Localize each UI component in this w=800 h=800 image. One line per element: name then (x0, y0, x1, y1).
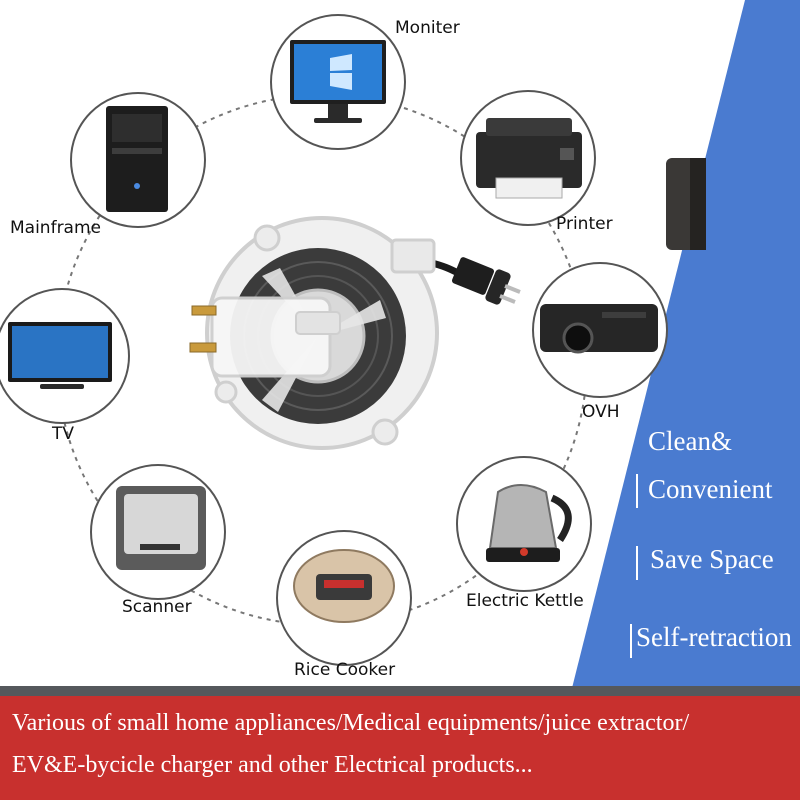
feature-self-retraction: Self-retraction (636, 622, 792, 652)
label-tv: TV (52, 424, 75, 444)
label-scanner: Scanner (122, 597, 192, 617)
feature-marker-save-space (636, 546, 638, 580)
tv-item (0, 288, 130, 424)
printer-icon (476, 132, 582, 188)
label-printer: Printer (556, 214, 613, 234)
rice-cooker-item (276, 530, 412, 666)
mainframe-item (70, 92, 206, 228)
feature-clean-line1: Clean& (648, 426, 732, 456)
cable-reel-product (189, 216, 521, 450)
ovh-item (532, 262, 668, 398)
kettle-icon (488, 484, 558, 549)
electric-kettle-item (456, 456, 592, 592)
banner-line-1: Various of small home appliances/Medical… (12, 710, 690, 736)
feature-marker-clean (636, 474, 638, 508)
projector-icon (540, 304, 658, 352)
label-ovh: OVH (582, 402, 620, 422)
feature-save-space: Save Space (650, 544, 774, 574)
scanner-item (90, 464, 226, 600)
moniter-item (270, 14, 406, 150)
bottom-banner: Various of small home appliances/Medical… (0, 696, 800, 800)
feature-clean-line2: Convenient (648, 474, 773, 504)
label-rice-cooker: Rice Cooker (294, 660, 396, 680)
label-mainframe: Mainframe (10, 218, 101, 238)
label-electric-kettle: Electric Kettle (466, 591, 584, 611)
banner-line-2: EV&E-bycicle charger and other Electrica… (12, 752, 533, 778)
feature-marker-self-retraction (630, 624, 632, 658)
label-moniter: Moniter (395, 18, 460, 38)
divider-strip (0, 686, 800, 696)
printer-item (460, 90, 596, 226)
blue-feature-panel (570, 0, 800, 696)
